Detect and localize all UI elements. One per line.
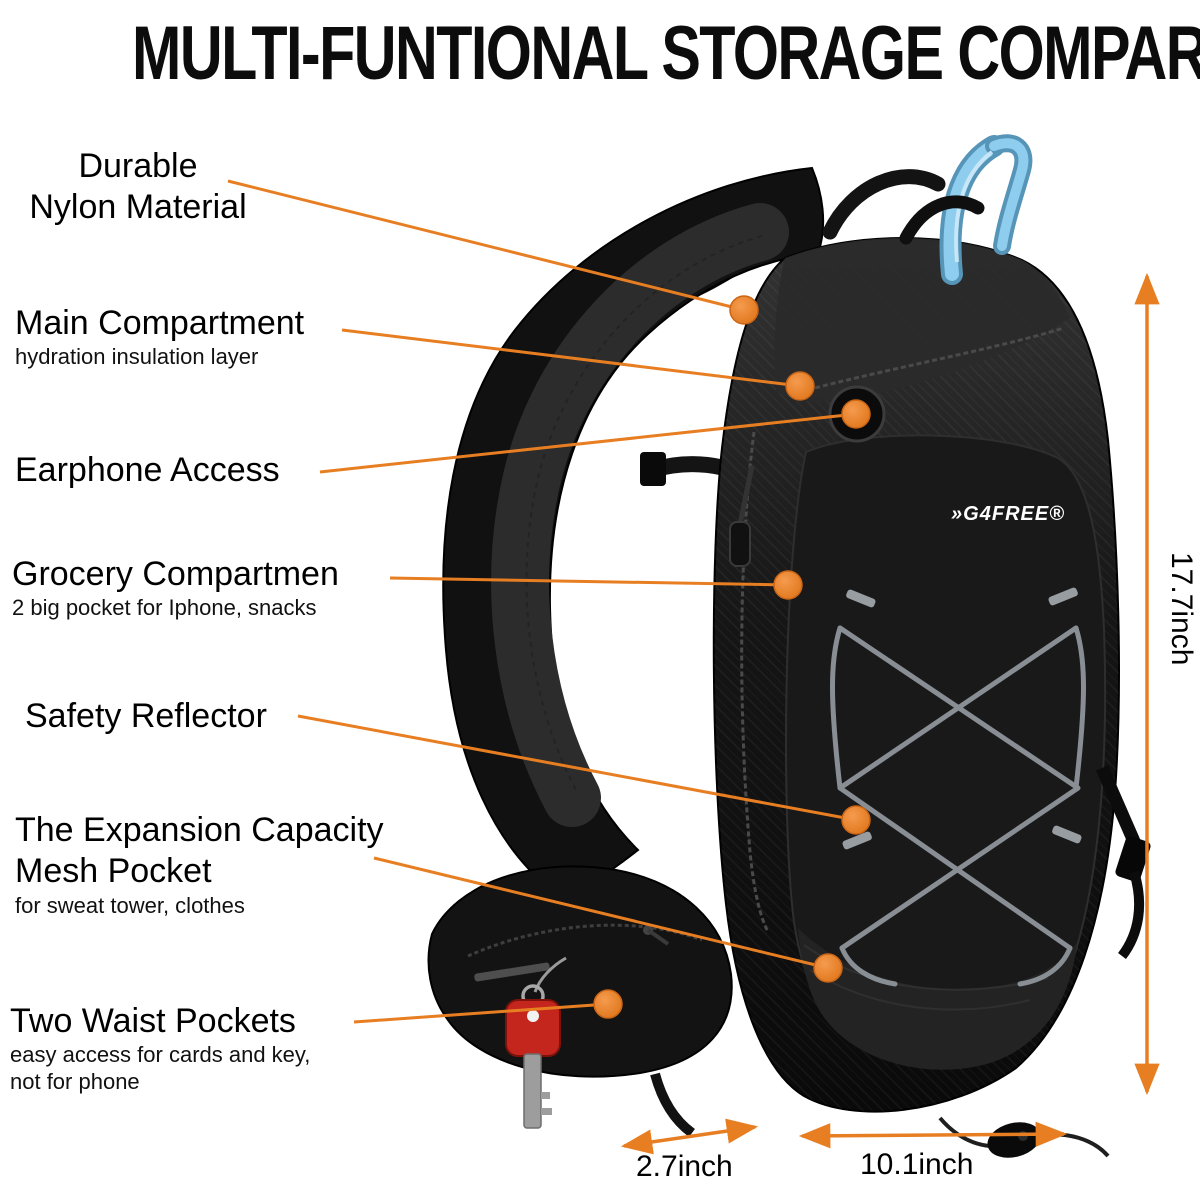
- callout-mesh-pocket-line1: The Expansion Capacity: [15, 811, 384, 849]
- callout-dot-reflector: [841, 805, 871, 835]
- strap-stitching: [525, 235, 763, 791]
- callout-waist-pockets-sub1: easy access for cards and key,: [10, 1042, 311, 1068]
- callout-main-compartment-label: Main Compartment: [15, 304, 305, 342]
- callout-mesh-pocket-line2: Mesh Pocket: [15, 852, 212, 891]
- callout-reflector: Safety Reflector: [25, 696, 267, 737]
- callout-waist-pockets-label: Two Waist Pockets: [10, 1002, 296, 1040]
- callout-durable: Durable Nylon Material: [18, 146, 258, 229]
- backpack: »G4FREE®: [427, 134, 1151, 1158]
- callout-dot-durable: [729, 295, 759, 325]
- callout-durable-line1: Durable: [78, 147, 198, 185]
- callout-grocery: Grocery Compartmen 2 big pocket for Ipho…: [12, 554, 339, 622]
- callout-mesh-pocket: The Expansion Capacity Mesh Pocket for s…: [15, 810, 384, 919]
- zipper-pull-cord: [737, 465, 755, 525]
- callout-grocery-label: Grocery Compartmen: [12, 555, 339, 593]
- callout-line-waist-pockets: [353, 1002, 609, 1024]
- hydration-tube: [939, 134, 1033, 285]
- front-zipper: [740, 431, 770, 933]
- dimension-height-label: 17.7inch: [1165, 552, 1198, 666]
- main-zipper: [791, 326, 1065, 396]
- callout-dot-grocery: [773, 570, 803, 600]
- carry-handle-loop: [899, 195, 985, 245]
- callout-dot-mesh-pocket: [813, 953, 843, 983]
- callout-line-grocery: [389, 576, 789, 587]
- bottom-mesh-pocket: [798, 928, 1077, 1070]
- sternum-buckle: [640, 452, 666, 486]
- callout-dot-main-compartment: [785, 371, 815, 401]
- waist-reflective-strip: [474, 962, 550, 982]
- callout-reflector-label: Safety Reflector: [25, 697, 267, 735]
- strap-padding: [491, 203, 789, 827]
- safety-reflectors: [842, 587, 1082, 850]
- callout-main-compartment: Main Compartment hydration insulation la…: [15, 303, 304, 371]
- callout-dot-waist-pockets: [593, 989, 623, 1019]
- dimension-width-label: 10.1inch: [860, 1148, 974, 1181]
- callout-line-reflector: [297, 714, 857, 822]
- waist-zip-pull: [646, 928, 670, 946]
- dimension-arrow-depth: [620, 1118, 759, 1155]
- callout-mesh-pocket-sub: for sweat tower, clothes: [15, 892, 245, 918]
- key: [505, 956, 567, 1129]
- callout-dot-earphone: [841, 399, 871, 429]
- callout-earphone-label: Earphone Access: [15, 451, 280, 489]
- bungee-cords: [830, 625, 1086, 987]
- zipper-pull: [729, 521, 751, 567]
- callout-line-earphone: [319, 412, 857, 474]
- callout-line-durable: [227, 179, 745, 312]
- carry-handle: [822, 169, 946, 240]
- dimension-arrow-width: [798, 1121, 1068, 1149]
- brand-logo: »G4FREE®: [951, 503, 1065, 525]
- dimension-depth-label: 2.7inch: [636, 1150, 733, 1183]
- callout-waist-pockets: Two Waist Pockets easy access for cards …: [10, 1001, 310, 1095]
- callout-main-compartment-sub: hydration insulation layer: [15, 344, 259, 370]
- waist-pocket: [427, 865, 733, 1078]
- callout-earphone: Earphone Access: [15, 450, 280, 491]
- callout-durable-line2: Nylon Material: [29, 188, 247, 227]
- callout-waist-pockets-sub2: not for phone: [10, 1068, 140, 1094]
- pack-lid: [774, 238, 1070, 403]
- callout-line-main-compartment: [341, 328, 801, 388]
- callout-line-mesh-pocket: [373, 856, 829, 970]
- callout-grocery-sub: 2 big pocket for Iphone, snacks: [12, 595, 317, 621]
- page-title: MULTI-FUNTIONAL STORAGE COMPARTMENT: [132, 11, 1200, 96]
